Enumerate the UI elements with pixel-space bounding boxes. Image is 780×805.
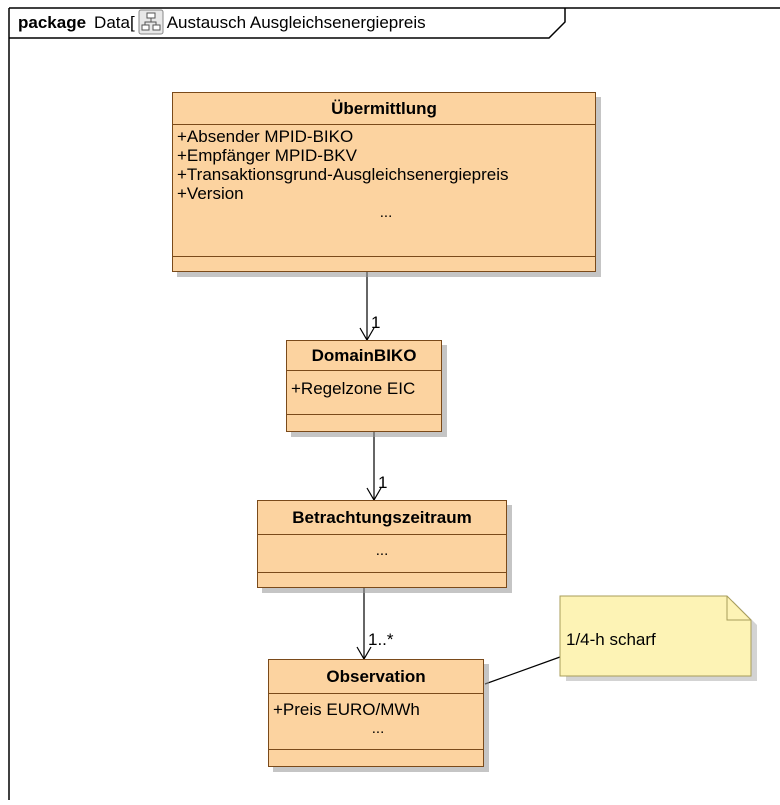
- class-diagram-icon: [138, 9, 164, 35]
- attribute-list: +Preis EURO/MWh ...: [269, 694, 483, 750]
- multiplicity-label: 1: [378, 473, 388, 492]
- attribute-list: +Absender MPID-BIKO +Empfänger MPID-BKV …: [173, 125, 595, 257]
- class-name: Übermittlung: [173, 93, 595, 125]
- attribute: +Preis EURO/MWh: [273, 700, 420, 719]
- attribute-ellipsis: ...: [375, 542, 389, 559]
- multiplicity-label: 1: [371, 313, 381, 332]
- attribute: +Empfänger MPID-BKV: [177, 146, 357, 165]
- package-header: package Data[ Austausch Ausgleichsenergiep…: [9, 8, 557, 38]
- class-uebermittlung[interactable]: Übermittlung +Absender MPID-BIKO +Empfän…: [172, 92, 596, 272]
- package-name: Data[: [94, 13, 135, 32]
- attribute: +Version: [177, 184, 244, 203]
- attribute: +Absender MPID-BIKO: [177, 127, 354, 146]
- attribute-ellipsis: ...: [379, 204, 393, 221]
- package-keyword: package: [18, 13, 87, 32]
- attribute-list: +Regelzone EIC: [287, 371, 441, 415]
- class-name: DomainBIKO: [287, 341, 441, 371]
- class-betrachtungszeitraum[interactable]: Betrachtungszeitraum ...: [257, 500, 507, 588]
- multiplicity-label: 1..*: [368, 630, 394, 649]
- class-domainbiko[interactable]: DomainBIKO +Regelzone EIC: [286, 340, 442, 432]
- class-name: Betrachtungszeitraum: [258, 501, 506, 535]
- class-name: Observation: [269, 660, 483, 694]
- note-text: 1/4-h scharf: [566, 630, 656, 649]
- attribute-list: ...: [258, 535, 506, 573]
- attribute: +Regelzone EIC: [291, 379, 416, 398]
- attribute-ellipsis: ...: [371, 720, 385, 737]
- class-observation[interactable]: Observation +Preis EURO/MWh ...: [268, 659, 484, 767]
- diagram-title: Austausch Ausgleichsenergiepreis: [166, 13, 426, 32]
- attribute: +Transaktionsgrund-Ausgleichsenergieprei…: [177, 165, 509, 184]
- note-shape: [559, 595, 757, 681]
- note-connector: [484, 656, 561, 685]
